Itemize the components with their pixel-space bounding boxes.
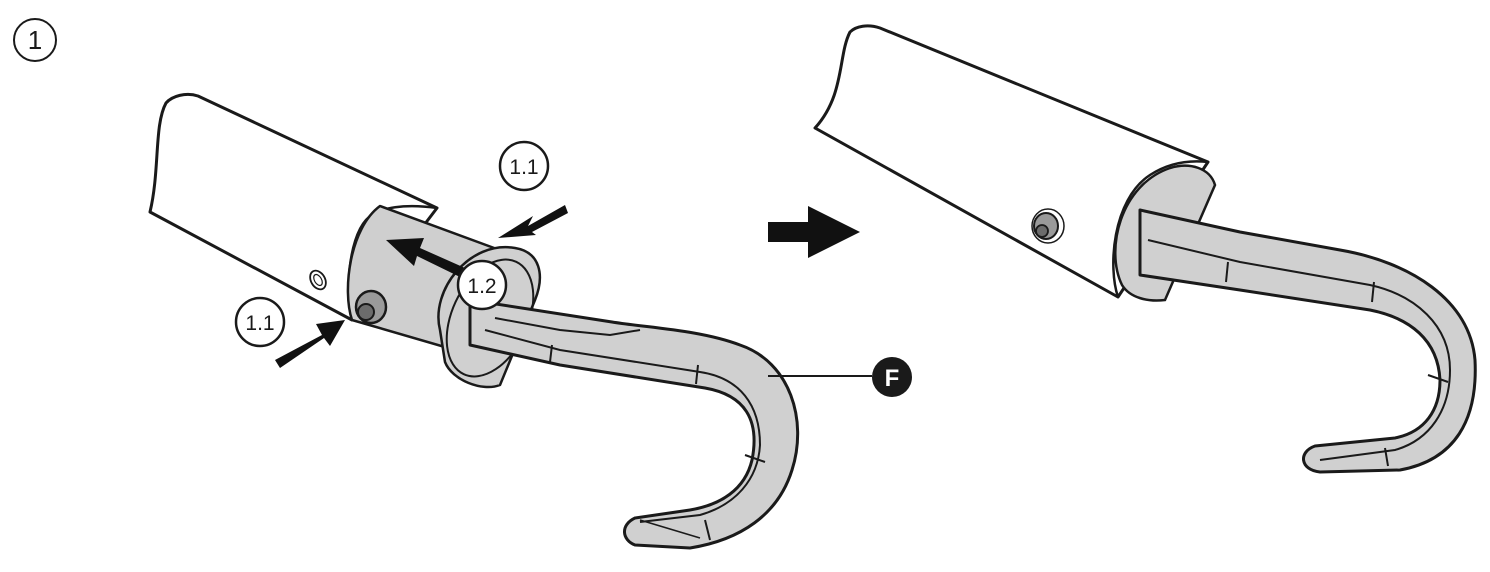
push-button-pin-left [354, 289, 388, 325]
hook-part-right [1138, 208, 1477, 474]
main-tube-right [813, 24, 1210, 299]
part-letter-badge-f: F [872, 357, 912, 397]
callout-label-slide: 1.2 [467, 275, 496, 298]
push-button-pin-right [1031, 208, 1065, 244]
callout-label-upper: 1.1 [509, 156, 538, 179]
arrow-icon [386, 238, 465, 277]
step-number-text: 1 [28, 25, 42, 55]
callout-badge-lower: 1.1 [234, 296, 286, 348]
callout-label-lower: 1.1 [245, 312, 274, 335]
arrow-icon [498, 205, 568, 238]
arrow-right-icon [768, 206, 860, 258]
right-assembly [813, 24, 1477, 474]
arrow-icon [275, 320, 345, 368]
step-number-badge: 1 [13, 18, 57, 62]
left-assembly: F 1.1 1.1 1.2 [148, 92, 912, 550]
callout-badge-slide: 1.2 [456, 259, 508, 311]
part-letter-text: F [885, 365, 900, 392]
callout-badge-upper: 1.1 [498, 140, 550, 192]
